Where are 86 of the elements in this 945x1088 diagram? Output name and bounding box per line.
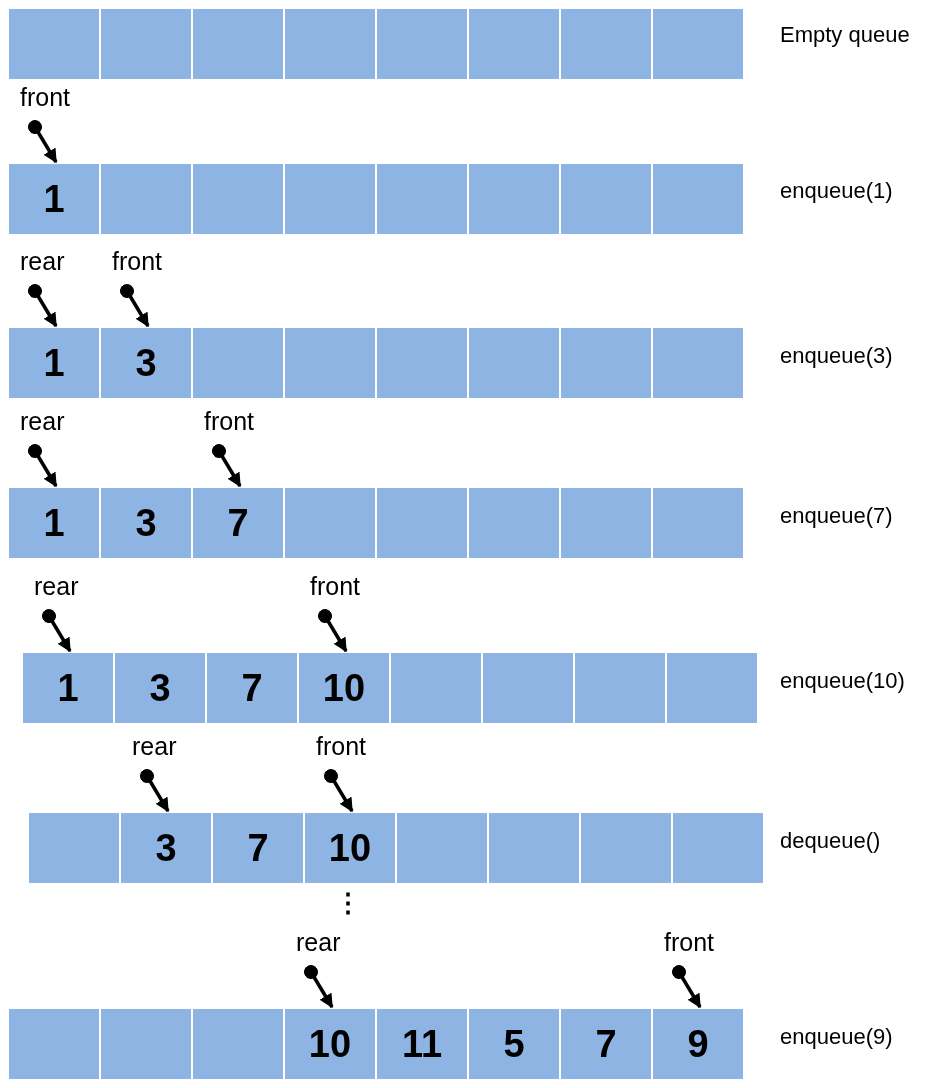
queue-cell (100, 163, 192, 235)
queue-cell (284, 8, 376, 80)
pointer-arrow (28, 120, 58, 164)
queue-cell (488, 812, 580, 884)
queue-cell (376, 163, 468, 235)
queue-cell (580, 812, 672, 884)
queue-cell (560, 327, 652, 399)
queue-cell: 7 (206, 652, 298, 724)
pointer-label: front (204, 407, 255, 449)
queue-cell (560, 8, 652, 80)
pointer-label: front (310, 572, 361, 614)
pointer-label: rear (132, 732, 177, 774)
pointer-arrow (42, 609, 72, 653)
pointer-label: rear (20, 247, 65, 289)
queue-cell (468, 487, 560, 559)
queue-cell (284, 163, 376, 235)
queue-cell (482, 652, 574, 724)
queue-cell (376, 8, 468, 80)
operation-label: enqueue(10) (780, 668, 905, 694)
operation-label: enqueue(1) (780, 178, 893, 204)
pointer-label: front (664, 928, 715, 970)
queue-cell (376, 327, 468, 399)
queue-cell: 3 (114, 652, 206, 724)
queue-cell: 3 (100, 327, 192, 399)
queue-cell: 9 (652, 1008, 744, 1080)
queue-cell: 7 (192, 487, 284, 559)
pointer-arrow (304, 965, 334, 1009)
pointer-arrow (140, 769, 170, 813)
queue-cell (390, 652, 482, 724)
pointer-label: rear (34, 572, 79, 614)
queue-cell (8, 1008, 100, 1080)
queue-cell (28, 812, 120, 884)
queue-cell (574, 652, 666, 724)
pointer-arrow (28, 444, 58, 488)
queue-cell (652, 8, 744, 80)
pointer-label: rear (296, 928, 341, 970)
queue-cell (468, 163, 560, 235)
queue-cell (560, 487, 652, 559)
queue-cell (192, 163, 284, 235)
queue-cell: 11 (376, 1008, 468, 1080)
queue-cell (284, 487, 376, 559)
queue-cell (666, 652, 758, 724)
operation-label: enqueue(7) (780, 503, 893, 529)
queue-cell (396, 812, 488, 884)
queue-cell (192, 8, 284, 80)
queue-cell (284, 327, 376, 399)
pointer-label: front (20, 83, 71, 125)
operation-label: enqueue(3) (780, 343, 893, 369)
queue-cell (192, 327, 284, 399)
pointer-arrow (324, 769, 354, 813)
queue-cell: 3 (100, 487, 192, 559)
pointer-label: front (316, 732, 367, 774)
pointer-arrow (672, 965, 702, 1009)
queue-cell (652, 327, 744, 399)
queue-cell: 10 (284, 1008, 376, 1080)
queue-cell: 10 (298, 652, 390, 724)
queue-cell: 1 (8, 327, 100, 399)
queue-cell (376, 487, 468, 559)
pointer-arrow (318, 609, 348, 653)
queue-cell (468, 8, 560, 80)
operation-label: enqueue(9) (780, 1024, 893, 1050)
pointer-arrow (212, 444, 242, 488)
queue-cell: 3 (120, 812, 212, 884)
queue-cell: 7 (212, 812, 304, 884)
queue-cell: 1 (8, 487, 100, 559)
queue-cell: 1 (8, 163, 100, 235)
queue-cell (652, 163, 744, 235)
pointer-label: rear (20, 407, 65, 449)
pointer-arrow (28, 284, 58, 328)
pointer-label: front (112, 247, 163, 289)
pointer-arrow (120, 284, 150, 328)
queue-cell (8, 8, 100, 80)
queue-cell (100, 1008, 192, 1080)
operation-label: Empty queue (780, 22, 910, 48)
operation-label: dequeue() (780, 828, 881, 854)
queue-cell (100, 8, 192, 80)
queue-cell: 10 (304, 812, 396, 884)
queue-cell (192, 1008, 284, 1080)
ellipsis-mark: ⋮ (335, 888, 361, 919)
queue-cell: 1 (22, 652, 114, 724)
queue-cell (672, 812, 764, 884)
queue-cell (652, 487, 744, 559)
queue-cell (468, 327, 560, 399)
queue-cell (560, 163, 652, 235)
queue-cell: 5 (468, 1008, 560, 1080)
queue-cell: 7 (560, 1008, 652, 1080)
